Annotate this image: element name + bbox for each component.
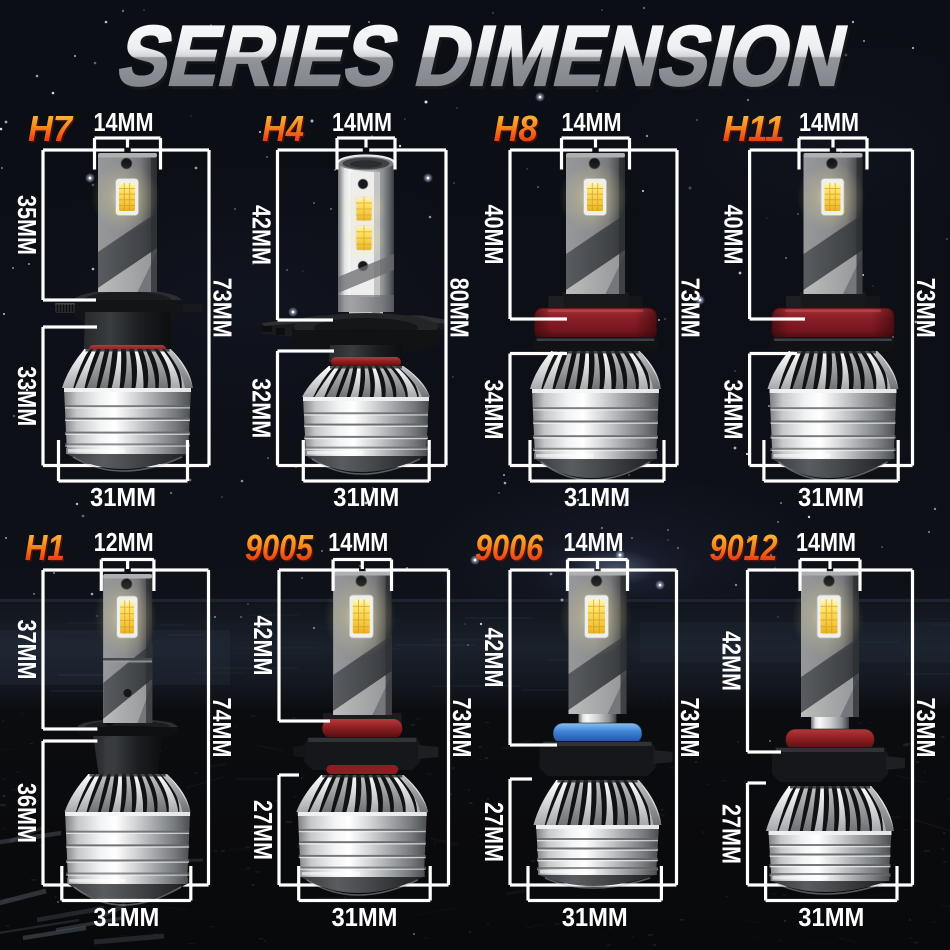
svg-text:SERIES DIMENSION: SERIES DIMENSION [112, 12, 858, 107]
svg-text:31MM: 31MM [333, 482, 399, 512]
svg-text:H1: H1 [25, 527, 65, 568]
svg-text:H4: H4 [264, 110, 306, 151]
svg-text:31MM: 31MM [90, 482, 156, 512]
svg-text:73MM: 73MM [911, 278, 941, 338]
svg-text:H8: H8 [495, 110, 539, 151]
svg-text:40MM: 40MM [479, 205, 509, 265]
svg-text:9005: 9005 [247, 529, 316, 570]
svg-text:H1: H1 [26, 529, 66, 570]
svg-text:80MM: 80MM [445, 278, 475, 338]
svg-text:34MM: 34MM [719, 380, 749, 440]
svg-text:14MM: 14MM [796, 527, 856, 557]
svg-text:H7: H7 [30, 110, 76, 151]
svg-text:27MM: 27MM [248, 800, 278, 860]
svg-text:40MM: 40MM [719, 205, 749, 265]
svg-text:9012: 9012 [710, 527, 778, 568]
svg-text:14MM: 14MM [94, 107, 154, 137]
svg-text:12MM: 12MM [94, 527, 154, 557]
svg-text:H11: H11 [724, 110, 786, 151]
svg-text:34MM: 34MM [479, 380, 509, 440]
svg-text:31MM: 31MM [798, 902, 864, 932]
svg-text:14MM: 14MM [564, 527, 624, 557]
svg-text:73MM: 73MM [208, 278, 238, 338]
svg-text:9012: 9012 [711, 529, 779, 570]
svg-text:H7: H7 [28, 108, 74, 149]
svg-text:H4: H4 [262, 108, 304, 149]
svg-text:31MM: 31MM [798, 482, 864, 512]
svg-text:36MM: 36MM [12, 783, 42, 843]
svg-text:9006: 9006 [475, 527, 544, 568]
svg-text:73MM: 73MM [675, 698, 705, 758]
svg-text:14MM: 14MM [562, 107, 622, 137]
svg-text:42MM: 42MM [479, 628, 509, 688]
svg-text:73MM: 73MM [911, 698, 941, 758]
svg-text:14MM: 14MM [332, 107, 392, 137]
svg-text:37MM: 37MM [12, 620, 42, 680]
svg-text:27MM: 27MM [717, 804, 747, 864]
svg-text:31MM: 31MM [564, 482, 630, 512]
svg-text:SERIES DIMENSION: SERIES DIMENSION [110, 9, 856, 104]
svg-text:32MM: 32MM [247, 378, 277, 438]
svg-text:73MM: 73MM [676, 278, 706, 338]
svg-text:31MM: 31MM [93, 902, 159, 932]
svg-text:27MM: 27MM [479, 802, 509, 862]
svg-text:9006: 9006 [477, 529, 546, 570]
svg-text:33MM: 33MM [12, 366, 42, 426]
svg-text:31MM: 31MM [331, 902, 397, 932]
svg-text:9005: 9005 [245, 527, 314, 568]
svg-text:42MM: 42MM [248, 616, 278, 676]
svg-text:H8: H8 [494, 108, 538, 149]
svg-text:14MM: 14MM [328, 527, 388, 557]
svg-text:74MM: 74MM [207, 698, 237, 758]
svg-text:35MM: 35MM [12, 195, 42, 255]
svg-text:31MM: 31MM [562, 902, 628, 932]
svg-text:H11: H11 [723, 108, 785, 149]
svg-text:14MM: 14MM [799, 107, 859, 137]
svg-text:42MM: 42MM [247, 205, 277, 265]
svg-text:73MM: 73MM [447, 698, 477, 758]
svg-text:42MM: 42MM [717, 631, 747, 691]
